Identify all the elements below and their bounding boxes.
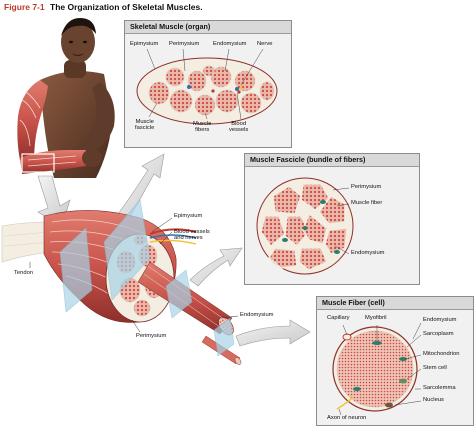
person-figure [17, 18, 115, 178]
forearm-inset-marker [21, 153, 55, 173]
organ-label-nerve: Nerve [257, 41, 273, 47]
panel-organ-title: Skeletal Muscle (organ) [125, 21, 291, 34]
blood-vessel-red [149, 228, 197, 235]
organ-label-muscle-fibers: Muscle fibers [193, 121, 212, 134]
panel-skeletal-muscle-organ: Skeletal Muscle (organ) [124, 20, 292, 148]
organ-label-blood-vessels: Blood vessels [229, 121, 249, 134]
panel-muscle-fiber: Muscle Fiber (cell) Capillary Myofibril … [316, 296, 474, 426]
fiber-label-sarcolemma: Sarcolemma [423, 385, 456, 391]
organ-cross-section [136, 48, 278, 125]
organ-label-endomysium: Endomysium [213, 41, 247, 47]
organ-label-muscle-fascicle: Muscle fascicle [135, 119, 155, 132]
organ-label-epimysium: Epimysium [130, 41, 159, 47]
organ-label-perimysium: Perimysium [169, 41, 200, 47]
fiber-label-axon-of-neuron: Axon of neuron [327, 415, 367, 421]
panel-fascicle-title: Muscle Fascicle (bundle of fibers) [245, 154, 419, 167]
fiber-label-endomysium: Endomysium [423, 317, 457, 323]
label-main-blood-vessels-and-nerves: Blood vessels and nerves [174, 229, 210, 242]
fiber-label-mitochondrion: Mitochondrion [423, 351, 460, 357]
fiber-label-myofibril: Myofibril [365, 315, 387, 321]
fiber-label-stem-cell: Stem cell [423, 365, 447, 371]
panel-muscle-fascicle: Muscle Fascicle (bundle of fibers) Perim… [244, 153, 420, 285]
fascicle-label-perimysium: Perimysium [351, 184, 382, 190]
figure-title: The Organization of Skeletal Muscles. [50, 2, 203, 12]
arrow-fiber-to-panel [235, 319, 311, 347]
fiber-label-capillary: Capillary [327, 315, 350, 321]
arrow-fascicle-to-panel [189, 247, 243, 287]
nerve-yellow [149, 239, 197, 245]
label-main-perimysium: Perimysium [136, 333, 167, 339]
label-main-endomysium: Endomysium [240, 312, 274, 318]
muscle-bundle [1, 210, 197, 323]
fascicle-label-endomysium: Endomysium [351, 250, 385, 256]
label-main-epimysium: Epimysium [174, 213, 203, 219]
fascicle-label-muscle-fiber: Muscle fiber [351, 200, 383, 206]
fiber-label-nucleus: Nucleus [423, 397, 444, 403]
cut-planes [59, 199, 235, 357]
fascicle-cross-section [256, 177, 354, 275]
label-main-tendon: Tendon [14, 270, 34, 276]
figure-caption: Figure 7-1 The Organization of Skeletal … [4, 2, 203, 12]
blood-vessel-blue [149, 234, 197, 239]
fiber-label-sarcoplasm: Sarcoplasm [423, 331, 454, 337]
figure-number: Figure 7-1 [4, 2, 45, 12]
panel-fiber-title: Muscle Fiber (cell) [317, 297, 473, 310]
fiber-cross-section [332, 322, 422, 416]
